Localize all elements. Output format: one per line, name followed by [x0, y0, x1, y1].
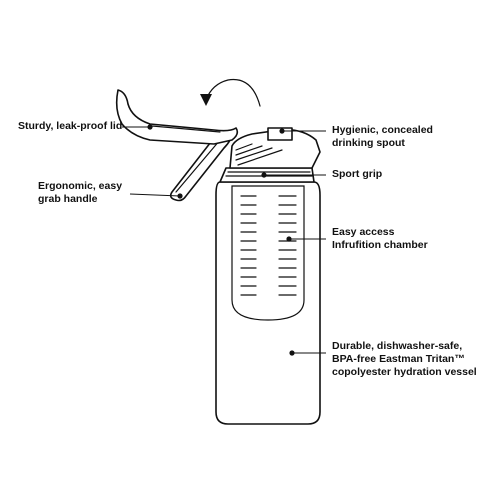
callout-chamber — [286, 236, 326, 242]
infusion-chamber — [231, 185, 305, 321]
spout-label: Hygienic, concealed drinking spout — [332, 124, 433, 149]
callout-grip — [261, 172, 326, 178]
bottle-body — [215, 181, 321, 425]
callout-handle — [129, 193, 183, 199]
callout-vessel — [289, 350, 326, 356]
chamber-slots — [240, 195, 297, 296]
grip-label: Sport grip — [332, 168, 383, 180]
rotate-arrow-icon — [200, 78, 261, 107]
grip-ridges — [225, 171, 313, 177]
chamber-label: Easy access Infrufition chamber — [332, 226, 428, 251]
flip-lid — [115, 89, 239, 145]
callout-spout — [279, 128, 326, 134]
cap-ridges — [235, 143, 283, 166]
handle-label: Ergonomic, easy grab handle — [38, 180, 123, 205]
lid-seam — [151, 125, 221, 133]
lid-label: Sturdy, leak-proof lid — [18, 120, 123, 132]
vessel-label: Durable, dishwasher-safe, BPA-free Eastm… — [332, 340, 477, 378]
callout-lid — [122, 124, 153, 130]
handle-inner-line — [175, 139, 221, 193]
